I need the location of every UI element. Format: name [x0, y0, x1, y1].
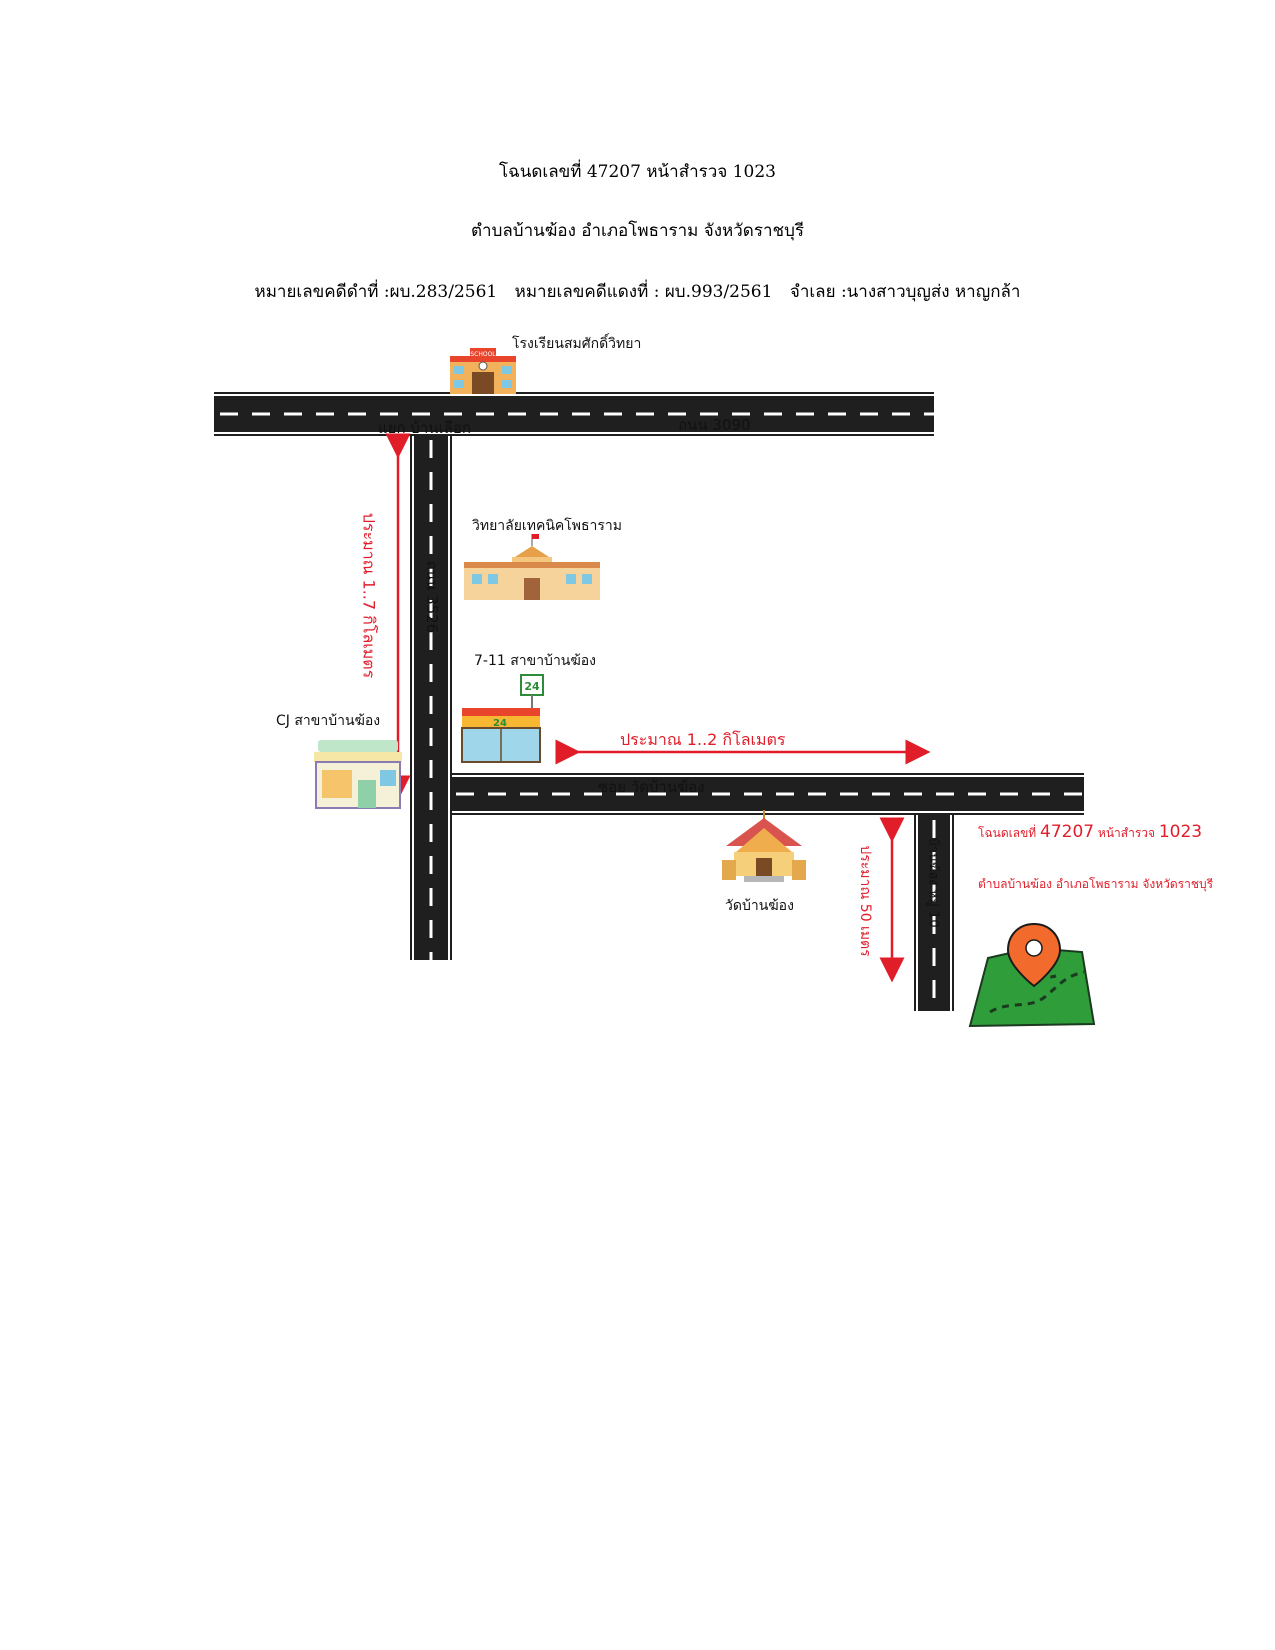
- black-case-number: หมายเลขคดีดำที่ :ผบ.283/2561: [254, 282, 498, 302]
- distance-horizontal-label: ประมาณ 1..2 กิโลเมตร: [620, 730, 786, 749]
- seven-eleven-icon: 24 24: [461, 674, 544, 763]
- seven-eleven-label: 7-11 สาขาบ้านฆ้อง: [474, 653, 597, 669]
- school-icon: SCHOOL: [450, 348, 516, 394]
- soi-wat-label: ซอย วัดบ้านฆ้อง: [598, 778, 705, 796]
- target-deed-prefix: โฉนดเลขที่: [978, 826, 1040, 840]
- distance-vertical-label: ประมาณ 1..7 กิโลเมตร: [359, 512, 379, 679]
- road-3526-label: ถนน 3526: [423, 560, 441, 634]
- case-info-line: หมายเลขคดีดำที่ :ผบ.283/2561 หมายเลขคดีแ…: [0, 278, 1275, 305]
- page-title: โฉนดเลขที่ 47207 หน้าสำรวจ 1023: [499, 162, 776, 182]
- temple-icon: [722, 810, 806, 882]
- red-case-number: หมายเลขคดีแดงที่ : ผบ.993/2561: [514, 282, 773, 302]
- target-deed-line: โฉนดเลขที่ 47207 หน้าสำรวจ 1023: [978, 822, 1202, 843]
- college-label: วิทยาลัยเทคนิคโพธาราม: [472, 518, 623, 534]
- store-sign-pole: 24: [524, 680, 540, 693]
- distance-short-label: ประมาณ 50 เมตร: [857, 845, 873, 957]
- defendant-name: จำเลย :นางสาวบุญส่ง หาญกล้า: [789, 282, 1021, 302]
- road-moo10: [914, 815, 954, 1011]
- junction-label: แยก บ้านเลือก: [378, 419, 471, 437]
- road-3526: [410, 436, 452, 960]
- road-3090-label: ถนน 3090: [678, 416, 751, 434]
- target-location-line: ตำบลบ้านฆ้อง อำเภอโพธาราม จังหวัดราชบุรี: [978, 877, 1214, 891]
- moo10-label: บ้านฆ้อง หมู่ 10: [925, 837, 941, 928]
- target-deed-number: 47207: [1040, 822, 1095, 842]
- cj-store-icon: [314, 740, 402, 809]
- target-survey-number: 1023: [1158, 822, 1203, 842]
- road-3090: [214, 392, 934, 436]
- road-soi-wat: [452, 773, 1084, 815]
- temple-label: วัดบ้านฆ้อง: [725, 898, 794, 914]
- target-survey-prefix: หน้าสำรวจ: [1094, 826, 1159, 840]
- college-icon: [464, 534, 600, 600]
- location-subtitle: ตำบลบ้านฆ้อง อำเภอโพธาราม จังหวัดราชบุรี: [470, 221, 804, 241]
- school-label: โรงเรียนสมศักดิ์วิทยา: [512, 336, 642, 352]
- store-sign-front: 24: [493, 718, 507, 729]
- school-sign: SCHOOL: [470, 351, 496, 358]
- land-plot-icon: [968, 946, 1096, 1028]
- location-pin-icon: [1006, 922, 1062, 988]
- cj-label: CJ สาขาบ้านฆ้อง: [276, 713, 381, 729]
